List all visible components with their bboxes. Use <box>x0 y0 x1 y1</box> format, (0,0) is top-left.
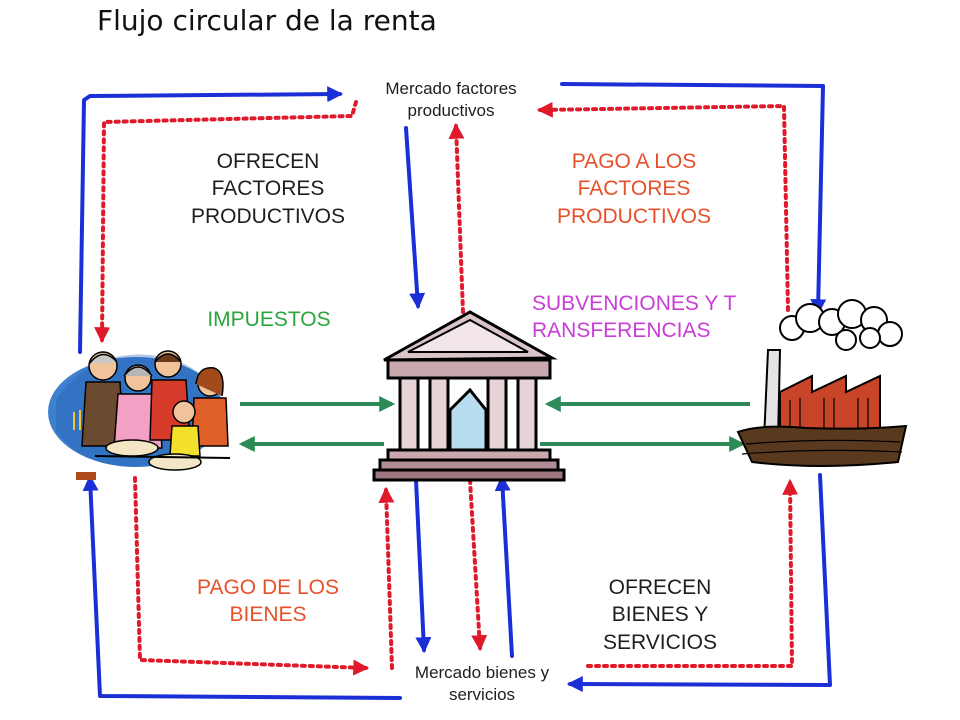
blue-flow-government-to-goods-market <box>414 478 432 654</box>
ofrecen-bienes-label: OFRECEN BIENES Y SERVICIOS <box>603 576 717 654</box>
red-flow-government-to-factor-market <box>448 122 465 314</box>
red-flow-households-to-goods-market <box>133 476 370 676</box>
impuestos-label: IMPUESTOS <box>207 308 331 331</box>
red-flow-goods-market-to-government <box>378 486 395 670</box>
page-title: Flujo circular de la renta <box>97 4 437 37</box>
blue-flow-firms-to-goods-market <box>566 473 832 693</box>
subvenciones-label: SUBVENCIONES Y TRANSFERENCIAS <box>532 292 737 343</box>
blue-flow-households-to-factor-market <box>78 86 344 354</box>
red-flow-factor-payments-to-households <box>94 100 358 344</box>
pago-bienes-label: PAGO DE LOS BIENES <box>197 576 339 627</box>
red-flow-firms-to-factor-market <box>536 101 790 312</box>
pago-factores-label: PAGO A LOS FACTORES PRODUCTIVOS <box>556 150 711 228</box>
blue-flow-goods-market-to-government <box>494 474 514 658</box>
family-icon <box>48 350 231 480</box>
factor-market-label: Mercado factores productivos <box>385 79 517 121</box>
blue-flow-goods-market-to-households <box>82 474 402 700</box>
blue-flow-factor-market-to-government <box>404 126 426 310</box>
factory-icon <box>736 299 908 467</box>
ofrecen-factores-label: OFRECEN FACTORES PRODUCTIVOS <box>190 150 345 228</box>
red-flow-goods-market-to-firms <box>586 478 799 668</box>
goods-market-label: Mercado bienes y servicios <box>414 663 550 705</box>
blue-flow-factor-market-to-firms <box>560 82 827 316</box>
red-flow-government-to-goods-market <box>468 478 488 652</box>
government-building-icon <box>372 310 566 482</box>
